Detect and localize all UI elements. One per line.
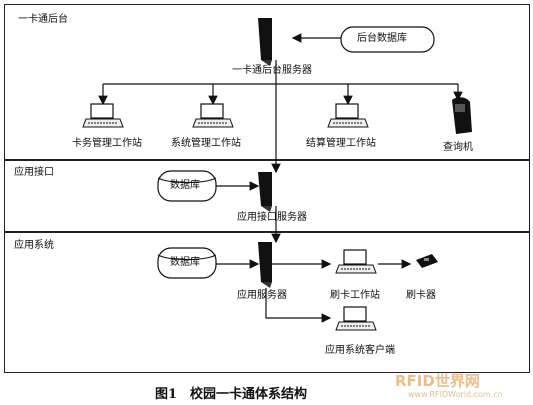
settle-workstation-icon <box>327 103 369 128</box>
card-mgmt-workstation-icon <box>82 103 124 128</box>
section-api <box>4 159 530 233</box>
section-label-api: 应用接口 <box>14 167 54 178</box>
arrow-server-to-client <box>265 288 332 323</box>
sys-mgmt-label: 系统管理工作站 <box>171 138 241 149</box>
backend-server-label: 一卡通后台服务器 <box>232 65 312 76</box>
card-reader-icon <box>416 254 438 268</box>
app-server-icon <box>258 242 272 288</box>
kiosk-icon <box>452 97 472 134</box>
section-label-app: 应用系统 <box>14 240 54 251</box>
kiosk-label: 查询机 <box>443 142 473 153</box>
backend-db-shape <box>340 26 435 53</box>
section-label-backend: 一卡通后台 <box>18 14 68 25</box>
watermark-logo: RFID世界网 <box>395 372 480 390</box>
app-client-label: 应用系统客户端 <box>325 345 395 356</box>
card-reader-label: 刷卡器 <box>406 290 436 301</box>
api-server-icon <box>258 172 272 212</box>
backend-db-label: 后台数据库 <box>357 33 407 44</box>
api-db-label: 数据库 <box>170 180 200 191</box>
api-server-label: 应用接口服务器 <box>237 212 307 223</box>
figure-caption: 图1 校园一卡通体系结构 <box>155 387 308 402</box>
card-mgmt-label: 卡务管理工作站 <box>72 138 142 149</box>
app-client-icon <box>335 306 377 331</box>
section-app <box>4 231 530 373</box>
swipe-ws-label: 刷卡工作站 <box>330 290 380 301</box>
backend-server-icon <box>258 18 272 66</box>
app-db-label: 数据库 <box>170 257 200 268</box>
sys-mgmt-workstation-icon <box>192 103 234 128</box>
app-server-label: 应用服务器 <box>237 290 287 301</box>
watermark-url: www.RFIDWorld.com.cn <box>408 390 503 399</box>
swipe-workstation-icon <box>335 249 377 274</box>
settle-label: 结算管理工作站 <box>306 138 376 149</box>
section-backend <box>4 4 530 161</box>
app-db-shape <box>157 247 217 279</box>
